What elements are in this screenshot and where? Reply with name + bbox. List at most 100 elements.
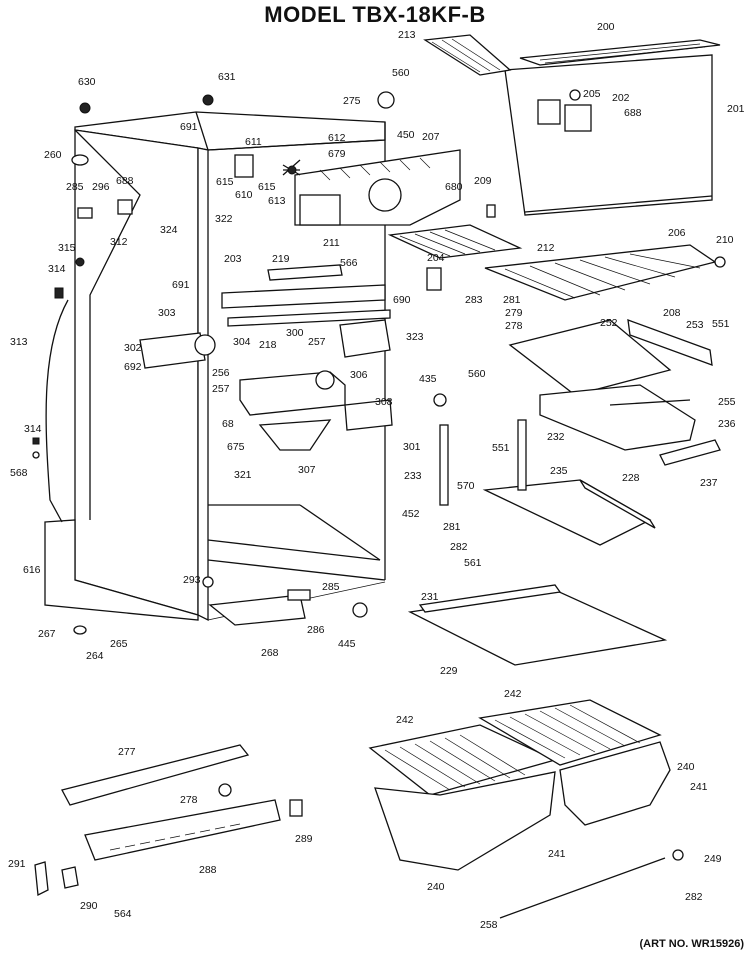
label-228: 228 [622, 472, 640, 484]
label-253: 253 [686, 319, 704, 331]
label-306: 306 [350, 369, 368, 381]
label-285: 285 [322, 581, 340, 593]
label-205: 205 [583, 88, 601, 100]
label-688: 688 [116, 175, 134, 187]
label-290: 290 [80, 900, 98, 912]
label-240: 240 [677, 761, 695, 773]
label-613: 613 [268, 195, 286, 207]
label-252: 252 [600, 317, 618, 329]
label-258: 258 [480, 919, 498, 931]
label-313: 313 [10, 336, 28, 348]
label-630: 630 [78, 76, 96, 88]
label-249: 249 [704, 853, 722, 865]
label-304: 304 [233, 336, 251, 348]
label-231: 231 [421, 591, 439, 603]
label-264: 264 [86, 650, 104, 662]
grille-288 [84, 799, 281, 861]
bracket-323 [339, 319, 391, 358]
label-691: 691 [172, 279, 190, 291]
label-324: 324 [160, 224, 178, 236]
label-289: 289 [295, 833, 313, 845]
label-209: 209 [474, 175, 492, 187]
hardware-parts [32, 91, 726, 861]
shelf-212 [387, 224, 523, 259]
label-242: 242 [396, 714, 414, 726]
top-cover-200 [519, 39, 721, 66]
label-286: 286 [307, 624, 325, 636]
rail-253 [627, 319, 713, 366]
label-452: 452 [402, 508, 420, 520]
label-278: 278 [180, 794, 198, 806]
label-213: 213 [398, 29, 416, 41]
label-233: 233 [404, 470, 422, 482]
label-302: 302 [124, 342, 142, 354]
liner-panel-201 [504, 54, 713, 216]
label-611: 611 [245, 136, 262, 148]
label-450: 450 [397, 129, 415, 141]
label-240: 240 [427, 881, 445, 893]
rail-277 [61, 744, 250, 806]
plate-308 [344, 399, 393, 431]
label-277: 277 [118, 746, 136, 758]
label-278: 278 [505, 320, 523, 332]
label-561: 561 [464, 557, 482, 569]
label-275: 275 [343, 95, 361, 107]
label-560: 560 [468, 368, 486, 380]
label-281: 281 [503, 294, 521, 306]
label-282: 282 [685, 891, 703, 903]
label-314: 314 [48, 263, 66, 275]
label-219: 219 [272, 253, 290, 265]
part-number-labels: 630 631 691 611 612 679 213 200 560 275 … [8, 21, 745, 931]
label-690: 690 [393, 294, 411, 306]
drain-pan-268 [208, 594, 306, 626]
shelf-228 [482, 479, 656, 546]
label-288: 288 [199, 864, 217, 876]
label-256: 256 [212, 367, 230, 379]
label-312: 312 [110, 236, 128, 248]
diagram-title: MODEL TBX-18KF-B [264, 2, 486, 27]
label-241: 241 [548, 848, 566, 860]
label-315: 315 [58, 242, 76, 254]
label-566: 566 [340, 257, 358, 269]
support-233 [439, 419, 527, 506]
label-445: 445 [338, 638, 356, 650]
label-283: 283 [465, 294, 483, 306]
label-68: 68 [222, 418, 234, 430]
label-267: 267 [38, 628, 56, 640]
label-204: 204 [427, 252, 445, 264]
label-268: 268 [261, 647, 279, 659]
tube-313 [45, 299, 69, 523]
bracket-219-203 [221, 264, 391, 327]
label-692: 692 [124, 361, 142, 373]
label-202: 202 [612, 92, 630, 104]
label-296: 296 [92, 181, 110, 193]
label-323: 323 [406, 331, 424, 343]
label-612: 612 [328, 132, 346, 144]
label-675: 675 [227, 441, 245, 453]
label-236: 236 [718, 418, 736, 430]
label-241: 241 [690, 781, 708, 793]
label-229: 229 [440, 665, 458, 677]
label-203: 203 [224, 253, 242, 265]
label-257: 257 [308, 336, 326, 348]
damper-control-302 [139, 332, 216, 369]
label-551: 551 [712, 318, 730, 330]
label-303: 303 [158, 307, 176, 319]
label-631: 631 [218, 71, 236, 83]
label-688: 688 [624, 107, 642, 119]
label-615: 615 [216, 176, 234, 188]
label-282: 282 [450, 541, 468, 553]
label-610: 610 [235, 189, 253, 201]
label-237: 237 [700, 477, 718, 489]
label-308: 308 [375, 396, 393, 408]
label-235: 235 [550, 465, 568, 477]
label-212: 212 [537, 242, 555, 254]
label-564: 564 [114, 908, 132, 920]
label-307: 307 [298, 464, 316, 476]
label-314: 314 [24, 423, 42, 435]
label-435: 435 [419, 373, 437, 385]
label-208: 208 [663, 307, 681, 319]
evaporator-assembly-207 [294, 149, 461, 226]
label-257: 257 [212, 383, 230, 395]
